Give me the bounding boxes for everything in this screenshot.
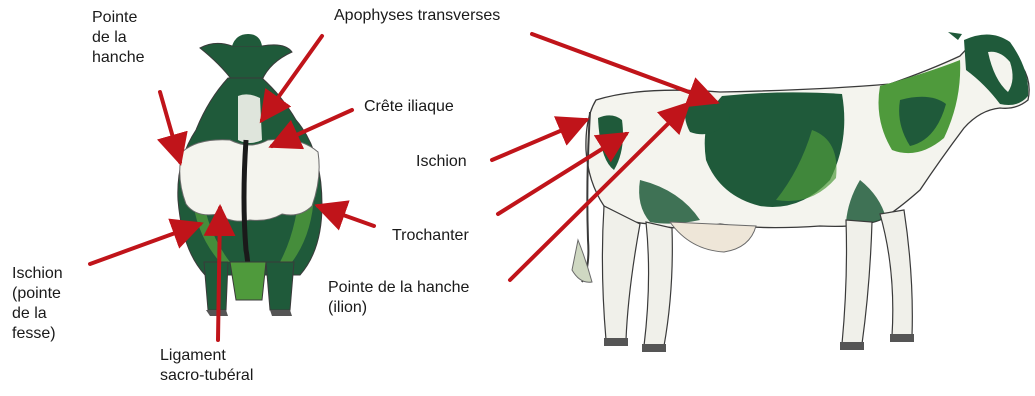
label-ligament-sacro-tuberal: Ligament sacro-tubéral [160,346,253,386]
arrow-ischion-side [492,120,586,160]
label-ischion-side: Ischion [416,152,467,172]
label-rear-pointe-hanche: Pointe de la hanche [92,8,145,68]
arrow-trochanter-rear [318,206,374,226]
label-pointe-hanche-ilion: Pointe de la hanche (ilion) [328,278,469,318]
arrow-rear-pointe-hanche [160,92,180,162]
arrow-apophyses-side [532,34,716,102]
arrow-ligament [218,208,220,340]
label-ischion-rear: Ischion (pointe de la fesse) [12,264,63,344]
cow-rear-view [178,34,322,316]
label-apophyses-transverses: Apophyses transverses [334,6,500,26]
label-crete-iliaque: Crête iliaque [364,97,454,117]
cow-side-view [572,32,1029,352]
arrow-ischion-rear [90,224,200,264]
label-trochanter: Trochanter [392,226,469,246]
